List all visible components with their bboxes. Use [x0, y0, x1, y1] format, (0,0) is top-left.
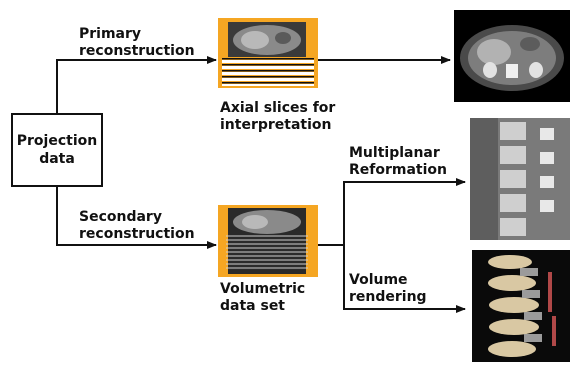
volumetric-line1: Volumetric — [220, 281, 306, 297]
edge-primary — [56, 56, 217, 113]
axial-line2: interpretation — [220, 117, 332, 133]
projection-line1: Projection — [16, 133, 98, 149]
primary-line2: reconstruction — [79, 43, 195, 59]
vr-line2: rendering — [349, 289, 427, 305]
volumetric-data-caption: Volumetric data set — [220, 281, 305, 315]
volume-rendering-label: Volume rendering — [349, 272, 427, 306]
ct-axial-image — [454, 10, 570, 102]
projection-data-box: Projection data — [11, 113, 103, 187]
primary-reconstruction-label: Primary reconstruction — [79, 26, 195, 60]
mpr-line2: Reformation — [349, 162, 447, 178]
vr-line1: Volume — [349, 272, 408, 288]
multiplanar-reformation-label: Multiplanar Reformation — [349, 145, 447, 179]
secondary-reconstruction-label: Secondary reconstruction — [79, 209, 195, 243]
mpr-line1: Multiplanar — [349, 145, 440, 161]
edge-secondary — [56, 187, 217, 249]
vr-spine-image — [472, 250, 570, 362]
axial-slices-caption: Axial slices for interpretation — [220, 100, 335, 134]
secondary-line2: reconstruction — [79, 226, 195, 242]
secondary-line1: Secondary — [79, 209, 162, 225]
volumetric-line2: data set — [220, 298, 286, 314]
axial-line1: Axial slices for — [220, 100, 336, 116]
edge-mpr — [343, 178, 466, 245]
projection-line2: data — [39, 151, 75, 167]
axial-slices-stack — [218, 18, 318, 88]
primary-line1: Primary — [79, 26, 142, 42]
mpr-spine-image — [470, 118, 570, 240]
edge-vr — [343, 245, 466, 313]
volumetric-stack — [218, 205, 318, 277]
